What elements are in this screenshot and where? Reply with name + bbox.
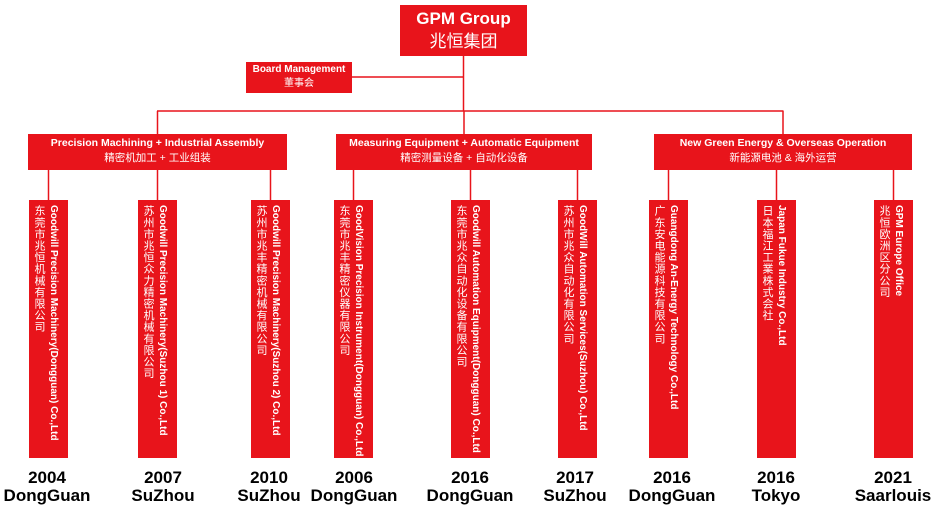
company-name-zh: 广东安电能源科技有限公司 (653, 205, 665, 345)
company-name-en: Goodwill Precision Machinery(Suzhou 2) C… (270, 205, 281, 436)
division-name-en: Measuring Equipment + Automatic Equipmen… (349, 137, 579, 149)
company-label: 2021 Saarlouis (848, 469, 938, 505)
company-box: Guangdong An-Energy Technology Co.,Ltd 广… (649, 200, 688, 458)
company-box: Goodwill Precision Machinery(Suzhou 1) C… (138, 200, 177, 458)
company-city: DongGuan (3, 486, 91, 505)
group-box: GPM Group 兆恒集团 (400, 5, 527, 56)
division-box-measuring-equipment: Measuring Equipment + Automatic Equipmen… (336, 134, 592, 170)
company-name-en: Goodwill Automation Equipment(Dongguan) … (470, 205, 481, 453)
company-box: Goodwill Automation Equipment(Dongguan) … (451, 200, 490, 458)
company-box: GPM Europe Office 兆恒欧洲区分公司 (874, 200, 913, 458)
founding-year: 2007 (144, 468, 182, 487)
division-box-precision-machining: Precision Machining + Industrial Assembl… (28, 134, 287, 170)
division-name-zh: 精密测量设备 + 自动化设备 (400, 152, 528, 164)
company-city: SuZhou (237, 486, 301, 505)
company-name-zh: 东莞市兆丰精密仪器有限公司 (338, 205, 350, 356)
company-label: 2016 DongGuan (425, 469, 515, 505)
company-box: Goodwill Precision Machinery(Suzhou 2) C… (251, 200, 290, 458)
division-name-zh: 精密机加工 + 工业组装 (104, 152, 211, 164)
company-name-zh: 兆恒欧洲区分公司 (878, 205, 890, 298)
company-city: DongGuan (426, 486, 514, 505)
company-name-en: GoodVision Precision Instrument(Dongguan… (353, 205, 364, 457)
company-label: 2016 Tokyo (731, 469, 821, 505)
group-name-en: GPM Group (416, 9, 511, 28)
company-city: Tokyo (751, 486, 801, 505)
company-box: GoodWill Automation Services(Suzhou) Co.… (558, 200, 597, 458)
company-name-zh: 苏州市兆丰精密机械有限公司 (255, 205, 267, 356)
company-name-zh: 苏州市兆众自动化有限公司 (562, 205, 574, 345)
company-name-en: GoodWill Automation Services(Suzhou) Co.… (577, 205, 588, 431)
founding-year: 2021 (874, 468, 912, 487)
company-label: 2006 DongGuan (309, 469, 399, 505)
founding-year: 2004 (28, 468, 66, 487)
company-box: GoodVision Precision Instrument(Dongguan… (334, 200, 373, 458)
company-name-en: Guangdong An-Energy Technology Co.,Ltd (668, 205, 679, 410)
company-name-zh: 日本福江工業株式会社 (761, 205, 773, 321)
company-city: SuZhou (131, 486, 195, 505)
company-box: Goodwill Precision Machinery(Dongguan) C… (29, 200, 68, 458)
company-name-en: Goodwill Precision Machinery(Dongguan) C… (48, 205, 59, 441)
company-name-zh: 苏州市兆恒众力精密机械有限公司 (142, 205, 154, 379)
division-name-zh: 新能源电池 & 海外运营 (729, 152, 837, 164)
board-box: Board Management 董事会 (246, 62, 352, 93)
founding-year: 2006 (335, 468, 373, 487)
board-name-zh: 董事会 (284, 78, 314, 89)
company-name-en: Japan Fukue Industry Co.,Ltd (776, 205, 787, 346)
division-name-en: Precision Machining + Industrial Assembl… (50, 137, 265, 149)
company-city: DongGuan (310, 486, 398, 505)
company-name-en: Goodwill Precision Machinery(Suzhou 1) C… (157, 205, 168, 436)
company-name-en: GPM Europe Office (893, 205, 904, 297)
board-name-en: Board Management (252, 64, 346, 75)
founding-year: 2016 (451, 468, 489, 487)
founding-year: 2016 (757, 468, 795, 487)
company-name-zh: 东莞市兆众自动化设备有限公司 (455, 205, 467, 368)
founding-year: 2010 (250, 468, 288, 487)
division-name-en: New Green Energy & Overseas Operation (679, 137, 887, 149)
founding-year: 2017 (556, 468, 594, 487)
company-label: 2007 SuZhou (118, 469, 208, 505)
group-name-zh: 兆恒集团 (429, 32, 498, 51)
company-label: 2004 DongGuan (2, 469, 92, 505)
founding-year: 2016 (653, 468, 691, 487)
division-box-green-energy: New Green Energy & Overseas Operation 新能… (654, 134, 912, 170)
company-name-zh: 东莞市兆恒机械有限公司 (33, 205, 45, 333)
company-label: 2010 SuZhou (224, 469, 314, 505)
company-city: DongGuan (628, 486, 716, 505)
company-box: Japan Fukue Industry Co.,Ltd 日本福江工業株式会社 (757, 200, 796, 458)
company-city: SuZhou (543, 486, 607, 505)
company-label: 2017 SuZhou (530, 469, 620, 505)
company-city: Saarlouis (854, 486, 932, 505)
company-label: 2016 DongGuan (627, 469, 717, 505)
